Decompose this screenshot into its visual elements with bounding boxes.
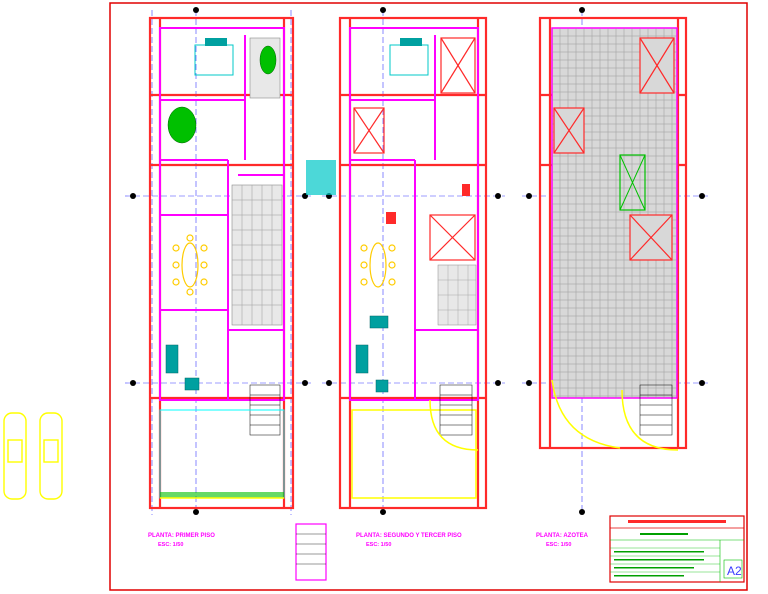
- stair-detail: [295, 523, 327, 581]
- plan-segundo-tercer-piso: [306, 7, 505, 515]
- sheet-border: [109, 2, 748, 591]
- plan-primer-piso: [125, 7, 312, 515]
- title-block: A2: [609, 515, 745, 583]
- plan-labels: PLANTA: PRIMER PISO ESC: 1/50 PLANTA: SE…: [148, 533, 589, 548]
- plan-azotea: [522, 7, 708, 515]
- plan-title-1: PLANTA: PRIMER PISO: [148, 533, 215, 539]
- plan-title-2: PLANTA: SEGUNDO Y TERCER PISO: [356, 533, 462, 539]
- plan-title-3: PLANTA: AZOTEA: [536, 533, 589, 539]
- car-symbols: [3, 412, 63, 500]
- plan-scale-3: ESC: 1/50: [546, 542, 571, 548]
- plan-scale-1: ESC: 1/50: [158, 542, 183, 548]
- plan-scale-2: ESC: 1/50: [366, 542, 391, 548]
- sheet-number: A2: [727, 564, 742, 578]
